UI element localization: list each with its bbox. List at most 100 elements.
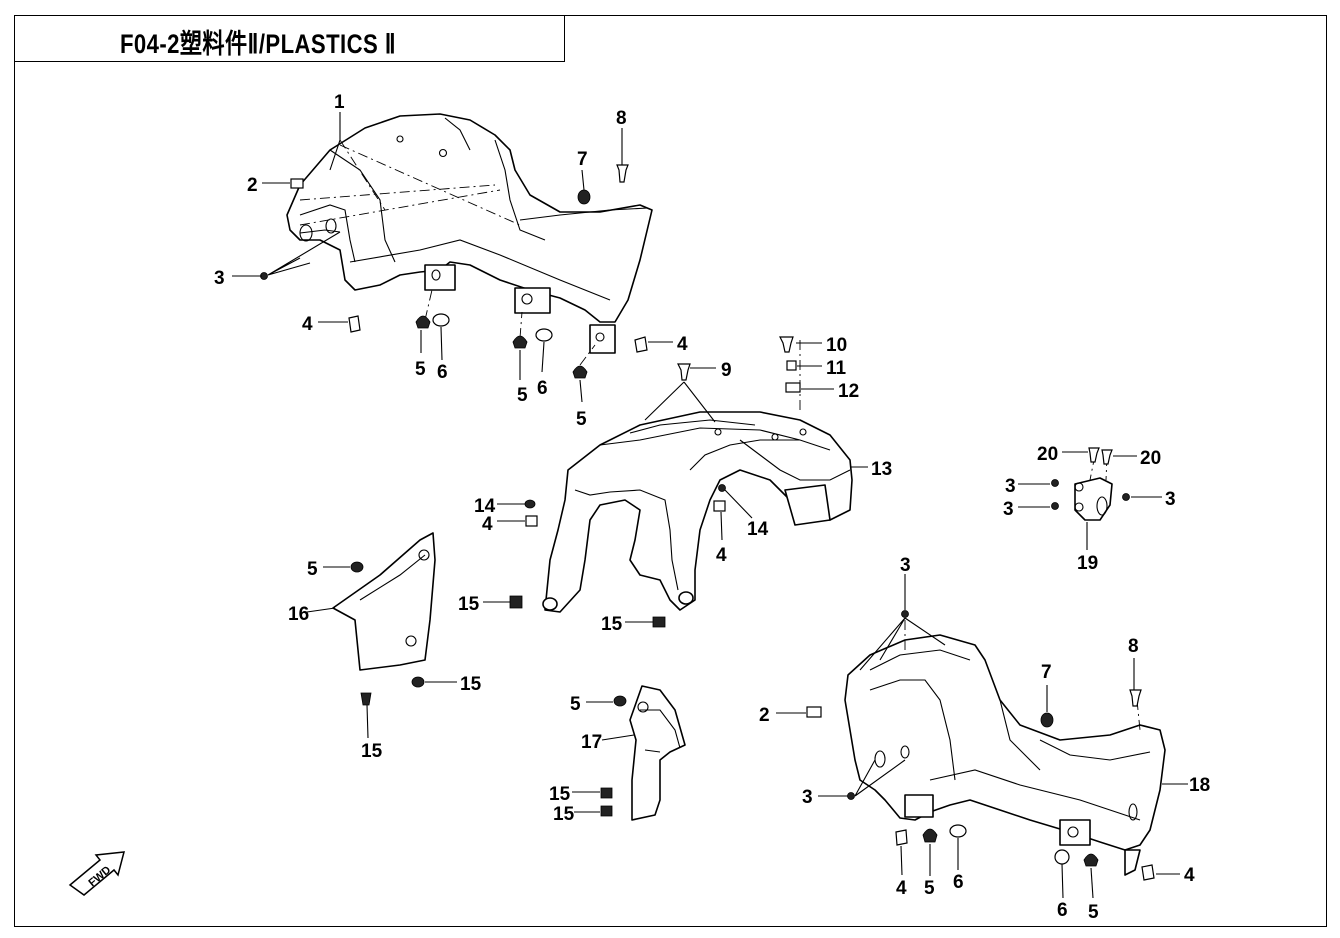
- screw-15c: [411, 676, 425, 688]
- callout-3: 3: [214, 268, 225, 289]
- clip-2a: [290, 178, 304, 189]
- callout-5: 5: [415, 359, 426, 380]
- screw-20b: [1101, 449, 1113, 465]
- push-rivet-9: [677, 363, 691, 381]
- screw-3d: [1122, 493, 1130, 501]
- callout-6: 6: [1057, 900, 1068, 921]
- grommet-6c: [949, 824, 967, 838]
- callout-5: 5: [924, 878, 935, 899]
- callout-13: 13: [871, 459, 892, 480]
- grommet-7a: [577, 189, 591, 205]
- callout-14: 14: [474, 496, 496, 517]
- clip-2b: [806, 706, 822, 718]
- screw-3f: [847, 792, 855, 800]
- callout-19: 19: [1077, 553, 1098, 574]
- callout-8: 8: [1128, 636, 1139, 657]
- callout-5: 5: [576, 409, 587, 430]
- callout-6: 6: [437, 362, 448, 383]
- callout-20: 20: [1037, 444, 1058, 465]
- screw-15d: [360, 692, 372, 706]
- screw-15e: [600, 787, 613, 799]
- callout-11: 11: [826, 358, 847, 379]
- callout-8: 8: [616, 108, 627, 129]
- callout-4: 4: [677, 334, 688, 355]
- grommet-6b: [535, 328, 553, 342]
- callout-3: 3: [802, 787, 813, 808]
- rivet-5d: [350, 561, 364, 573]
- nut-4a: [348, 315, 361, 333]
- nut-4f: [1141, 864, 1155, 881]
- nut-4d: [713, 500, 726, 512]
- callout-14: 14: [747, 519, 769, 540]
- callout-18: 18: [1189, 775, 1210, 796]
- callout-7: 7: [1041, 662, 1052, 683]
- part-13-center-front-cover: [542, 411, 853, 613]
- callout-16: 16: [288, 604, 309, 625]
- part-17-center-bracket-plate: [629, 685, 686, 821]
- callout-4: 4: [1184, 865, 1195, 886]
- rivet-5f: [922, 828, 938, 843]
- callout-5: 5: [570, 694, 581, 715]
- title-block: [14, 15, 565, 62]
- screw-15b: [652, 616, 666, 628]
- nut-11: [786, 360, 797, 371]
- callout-9: 9: [721, 360, 732, 381]
- screw-3b: [1051, 479, 1059, 487]
- part-1-left-side-panel: [286, 113, 653, 354]
- callout-4: 4: [482, 514, 493, 535]
- screw-10: [779, 336, 794, 353]
- fwd-arrow-icon: FWD: [68, 851, 125, 896]
- callout-15: 15: [460, 674, 482, 695]
- callout-4: 4: [302, 314, 313, 335]
- callout-15: 15: [361, 741, 383, 762]
- grommet-6a: [432, 313, 450, 327]
- screw-3c: [1051, 502, 1059, 510]
- bolt-8a: [616, 164, 629, 183]
- screw-14b: [718, 484, 726, 492]
- callout-20: 20: [1140, 448, 1161, 469]
- drawing-frame: [14, 15, 1327, 927]
- callout-4: 4: [716, 545, 727, 566]
- callout-7: 7: [577, 149, 588, 170]
- callout-3: 3: [1005, 476, 1016, 497]
- grommet-7b: [1040, 712, 1054, 728]
- callout-6: 6: [953, 872, 964, 893]
- grommet-6d: [1054, 849, 1070, 865]
- nut-4b: [634, 336, 648, 353]
- callout-3: 3: [1003, 499, 1014, 520]
- screw-20a: [1088, 447, 1100, 463]
- screw-14a: [524, 499, 536, 509]
- rivet-5g: [1083, 853, 1099, 867]
- callout-2: 2: [759, 705, 770, 726]
- callout-4: 4: [896, 878, 907, 899]
- page-title: F04-2塑料件Ⅱ/PLASTICS Ⅱ: [120, 29, 397, 59]
- part-19-bracket: [1074, 477, 1113, 521]
- callout-15: 15: [601, 614, 623, 635]
- callout-10: 10: [826, 335, 847, 356]
- callout-2: 2: [247, 175, 258, 196]
- rivet-5a: [415, 315, 431, 329]
- part-18-right-side-panel: [844, 634, 1166, 876]
- callout-5: 5: [517, 385, 528, 406]
- rivet-5b: [512, 335, 528, 349]
- callout-3: 3: [1165, 489, 1176, 510]
- callout-15: 15: [549, 784, 571, 805]
- rivet-5c: [572, 365, 588, 379]
- callout-labels: 1 2 3 4 5 6 7 8 5 6 5 4 9 10 11 12 13 14…: [214, 92, 1210, 923]
- callout-15: 15: [458, 594, 480, 615]
- callout-15: 15: [553, 804, 575, 825]
- callout-1: 1: [334, 92, 345, 113]
- callout-5: 5: [307, 559, 318, 580]
- screw-15f: [600, 805, 613, 817]
- callout-6: 6: [537, 378, 548, 399]
- screw-15a: [509, 595, 523, 609]
- nut-4e: [895, 829, 908, 846]
- nut-4c: [525, 515, 538, 527]
- leader-lines: [232, 112, 1188, 899]
- callout-3: 3: [900, 555, 911, 576]
- bolt-8b: [1129, 689, 1142, 707]
- clip-12: [785, 382, 801, 393]
- fasteners: [260, 164, 1155, 881]
- callout-17: 17: [581, 732, 602, 753]
